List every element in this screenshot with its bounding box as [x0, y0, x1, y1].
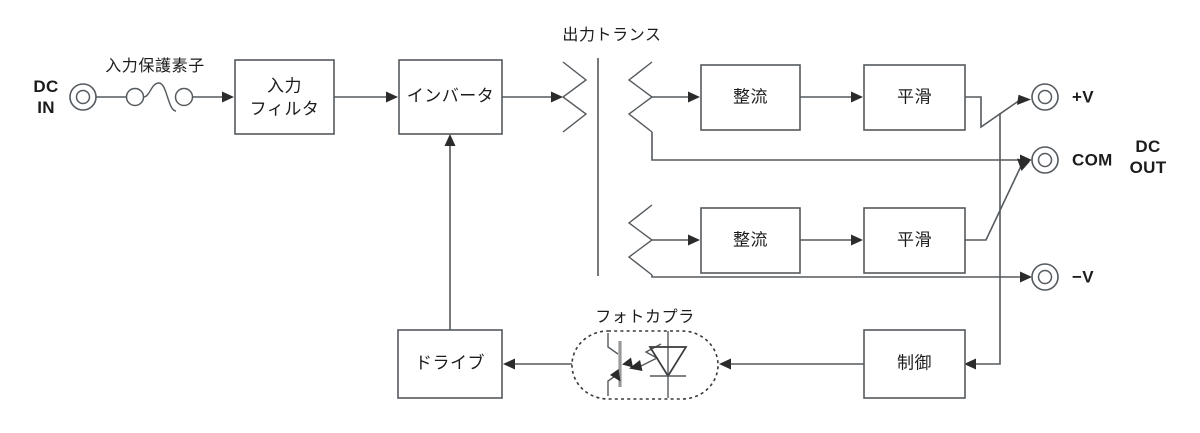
block-input-filter-line1: 入力: [267, 76, 302, 95]
photocoupler-enclosure: [571, 330, 719, 400]
output-terminal-pos: +V: [1031, 83, 1094, 111]
wire-inverter-to-transformer: [502, 91, 563, 103]
wire-rectifier-upper-to-smoothing-upper: [800, 91, 863, 103]
output-terminal-neg-label: −V: [1072, 267, 1094, 286]
dc-in-label: DC IN: [33, 77, 58, 117]
block-rectifier-upper-label: 整流: [733, 87, 768, 106]
wire-secondary-lower-return-to-neg: [651, 271, 1032, 283]
photocoupler-light-arrows: [622, 343, 662, 371]
output-transformer: 出力トランス: [561, 26, 661, 276]
transformer-secondary-winding-lower: [627, 204, 654, 276]
wire-rectifier-lower-to-smoothing-lower: [800, 234, 863, 246]
wire-photocoupler-to-drive: [503, 358, 572, 370]
wire-filter-to-inverter: [334, 91, 398, 103]
block-input-filter: 入力 フィルタ: [234, 59, 335, 135]
block-drive-label: ドライブ: [415, 352, 485, 372]
block-rectifier-lower: 整流: [700, 207, 801, 274]
transformer-primary-winding: [561, 61, 588, 133]
dc-out-label-line1: DC: [1135, 137, 1160, 156]
dc-out-label: DC OUT: [1130, 137, 1167, 177]
phototransistor-symbol: [607, 333, 622, 396]
block-smoothing-upper-label: 平滑: [897, 87, 932, 106]
block-input-filter-line2: フィルタ: [250, 99, 320, 118]
block-smoothing-upper: 平滑: [863, 64, 966, 131]
block-inverter: インバータ: [398, 59, 503, 135]
wire-secondary-lower-to-rectifier: [652, 234, 700, 246]
wire-smoothing-lower-to-com: [965, 158, 1030, 241]
input-protection-caption: 入力保護素子: [105, 57, 205, 75]
dc-out-label-line2: OUT: [1130, 158, 1167, 177]
led-symbol: [648, 331, 688, 398]
block-inverter-label: インバータ: [407, 86, 495, 105]
dc-in-label-line2: IN: [37, 98, 55, 117]
block-smoothing-lower-label: 平滑: [897, 230, 932, 249]
input-protection-element: 入力保護素子: [96, 57, 234, 112]
wire-secondary-upper-to-rectifier: [652, 91, 700, 103]
wire-drive-to-inverter: [444, 134, 456, 330]
dc-in-label-line1: DC: [33, 77, 58, 96]
block-smoothing-lower: 平滑: [863, 207, 966, 274]
output-terminal-pos-label: +V: [1072, 87, 1094, 106]
photocoupler: フォトカプラ: [571, 308, 719, 400]
transformer-secondary-winding-upper: [627, 61, 654, 133]
wire-control-to-photocoupler: [719, 358, 864, 370]
wire-secondary-upper-return-to-com: [651, 132, 1032, 166]
output-transformer-caption: 出力トランス: [562, 26, 661, 44]
dc-in-terminal: [69, 83, 97, 111]
wire-smoothing-upper-to-pos: [965, 94, 1031, 129]
block-rectifier-upper: 整流: [700, 64, 801, 131]
block-control-label: 制御: [897, 353, 932, 372]
output-terminal-neg: −V: [1031, 263, 1094, 291]
block-drive: ドライブ: [397, 329, 503, 399]
output-terminal-com: COM: [1031, 146, 1113, 174]
block-rectifier-lower-label: 整流: [733, 230, 768, 249]
block-control: 制御: [863, 329, 966, 399]
wire-feedback-to-control: [964, 113, 1001, 370]
output-terminal-com-label: COM: [1072, 150, 1113, 169]
photocoupler-caption: フォトカプラ: [595, 308, 695, 326]
